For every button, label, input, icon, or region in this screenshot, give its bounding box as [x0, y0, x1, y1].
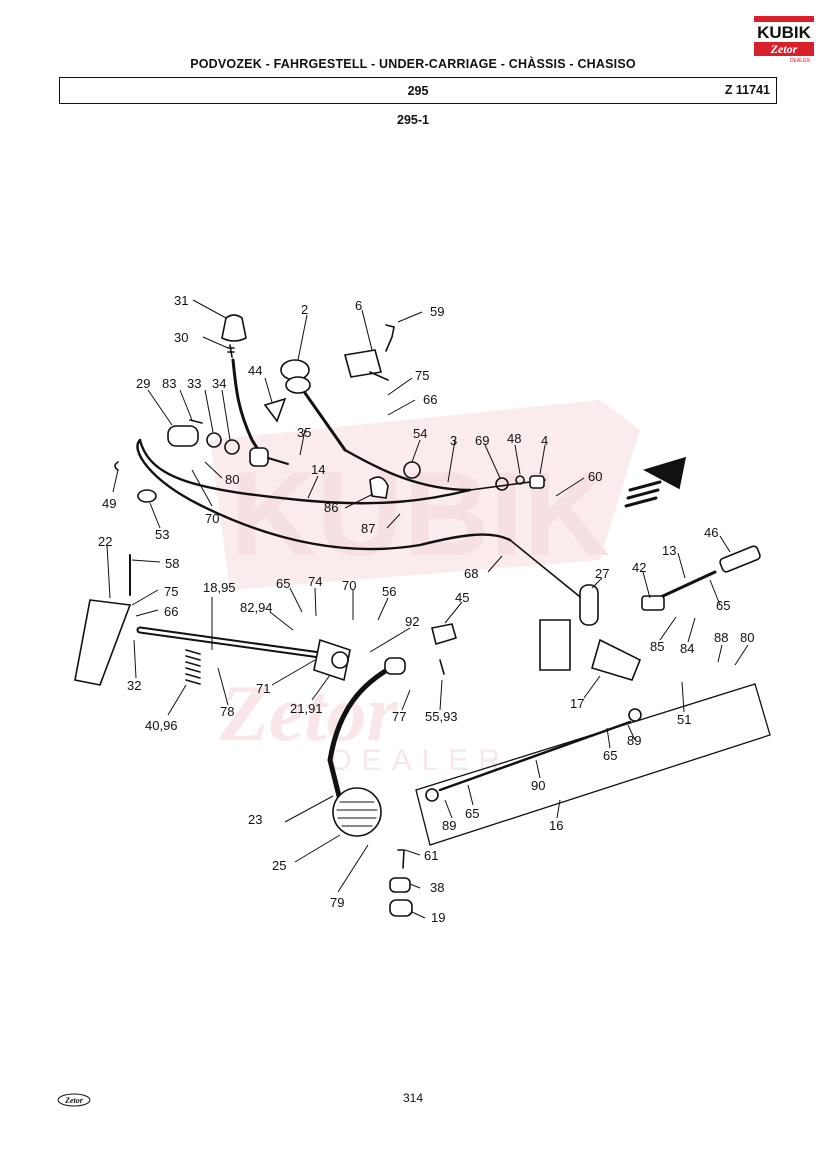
group-header-box: 295 Z 11741	[59, 77, 777, 104]
callout: 65	[465, 806, 479, 821]
callout: 83	[162, 376, 176, 391]
callout: 22	[98, 534, 112, 549]
callout: 29	[136, 376, 150, 391]
callout: 79	[330, 895, 344, 910]
callout: 4	[541, 433, 548, 448]
callout: 89	[627, 733, 641, 748]
callout: 17	[570, 696, 584, 711]
logo-sub-text: Zetor	[770, 42, 798, 56]
callout: 48	[507, 431, 521, 446]
callout: 46	[704, 525, 718, 540]
callout: 66	[164, 604, 178, 619]
callout: 16	[549, 818, 563, 833]
callout: 38	[430, 880, 444, 895]
callout: 49	[102, 496, 116, 511]
callout: 90	[531, 778, 545, 793]
callout: 54	[413, 426, 427, 441]
callout: 82,94	[240, 600, 273, 615]
callout: 45	[455, 590, 469, 605]
subgroup-number: 295-1	[397, 113, 429, 127]
logo-tag-text: DEALER	[790, 58, 810, 64]
svg-text:DEALER: DEALER	[330, 744, 510, 777]
callout: 92	[405, 614, 419, 629]
callout: 27	[595, 566, 609, 581]
callout: 56	[382, 584, 396, 599]
callout: 33	[187, 376, 201, 391]
callout: 21,91	[290, 701, 323, 716]
footer-zetor-logo: Zetor	[57, 1093, 91, 1107]
callout: 89	[442, 818, 456, 833]
leader-lines	[106, 299, 749, 919]
callout: 61	[424, 848, 438, 863]
callout: 86	[324, 500, 338, 515]
callout-labels: 31 2 6 59 30 44 75 66 29 83 33 34 35 54 …	[98, 293, 754, 925]
callout: 42	[632, 560, 646, 575]
drawing-code: Z 11741	[724, 83, 770, 97]
callout: 75	[164, 584, 178, 599]
callout: 55,93	[425, 709, 458, 724]
callout: 6	[355, 298, 362, 313]
group-number: 295	[407, 84, 429, 98]
callout: 75	[415, 368, 429, 383]
callout: 88	[714, 630, 728, 645]
callout: 3	[450, 433, 457, 448]
callout: 2	[301, 302, 308, 317]
callout: 53	[155, 527, 169, 542]
callout: 70	[342, 578, 356, 593]
callout: 71	[256, 681, 270, 696]
callout: 66	[423, 392, 437, 407]
callout: 87	[361, 521, 375, 536]
callout: 59	[430, 304, 444, 319]
callout: 60	[588, 469, 602, 484]
callout: 77	[392, 709, 406, 724]
callout: 19	[431, 910, 445, 925]
callout: 30	[174, 330, 188, 345]
callout: 78	[220, 704, 234, 719]
callout: 31	[174, 293, 188, 308]
logo-brand-text: KUBIK	[757, 23, 812, 42]
footer-logo-text: Zetor	[64, 1096, 84, 1105]
callout: 32	[127, 678, 141, 693]
callout: 23	[248, 812, 262, 827]
callout: 18,95	[203, 580, 236, 595]
callout: 69	[475, 433, 489, 448]
callout: 44	[248, 363, 262, 378]
parts-drawing	[74, 314, 771, 917]
callout: 65	[276, 576, 290, 591]
callout: 65	[603, 748, 617, 763]
kubik-logo: KUBIK Zetor DEALER	[752, 14, 816, 64]
callout: 85	[650, 639, 664, 654]
callout: 80	[225, 472, 239, 487]
callout: 65	[716, 598, 730, 613]
callout: 14	[311, 462, 325, 477]
callout: 25	[272, 858, 286, 873]
callout: 58	[165, 556, 179, 571]
callout: 40,96	[145, 718, 178, 733]
callout: 84	[680, 641, 694, 656]
callout: 74	[308, 574, 322, 589]
callout: 13	[662, 543, 676, 558]
callout: 70	[205, 511, 219, 526]
callout: 68	[464, 566, 478, 581]
callout: 80	[740, 630, 754, 645]
callout: 35	[297, 425, 311, 440]
callout: 51	[677, 712, 691, 727]
page-number: 314	[402, 1091, 424, 1105]
page-title: PODVOZEK - FAHRGESTELL - UNDER-CARRIAGE …	[190, 57, 636, 71]
callout: 34	[212, 376, 226, 391]
